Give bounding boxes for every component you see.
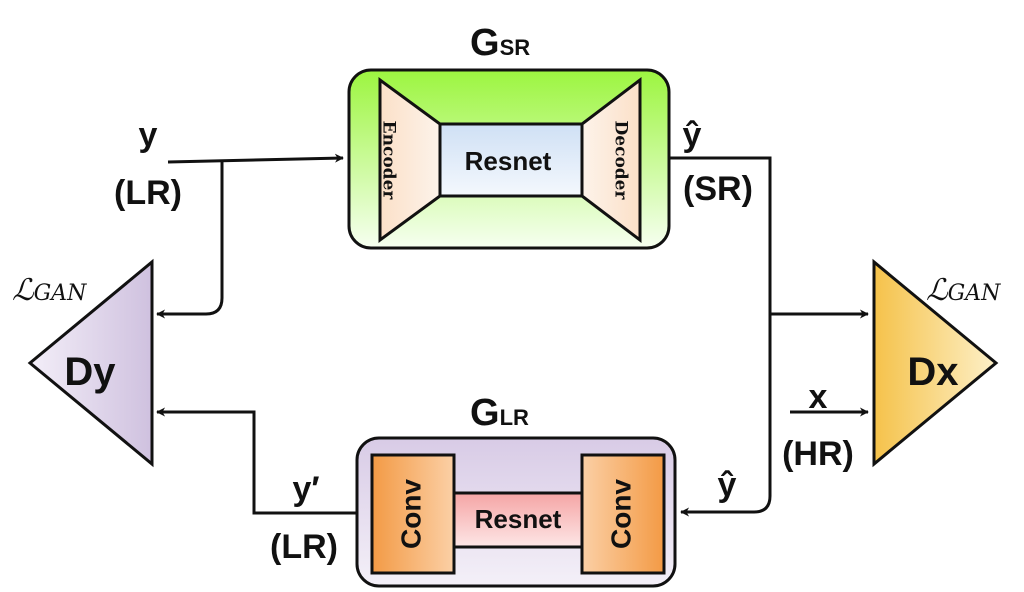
- arrow-yhat-to-glr: [680, 314, 772, 517]
- label-yhat-top: ŷ: [683, 116, 702, 154]
- decoder-label: Decoder: [611, 121, 631, 201]
- conv-label-left: Conv: [395, 479, 426, 549]
- gsr-title: GSR: [470, 22, 530, 64]
- conv-block-left: [370, 453, 456, 575]
- label-y-lr: (LR): [114, 174, 182, 212]
- gsr-title-sub: SR: [500, 35, 531, 60]
- label-y: y: [139, 116, 158, 154]
- dy-loss: ℒGAN: [12, 273, 87, 308]
- label-yhat-bottom: ŷ: [718, 466, 737, 504]
- resnet-label-top: Resnet: [465, 146, 552, 176]
- dy-label: Dy: [64, 350, 116, 394]
- resnet-block-bottom: [452, 491, 584, 549]
- decoder-block: [580, 76, 642, 244]
- label-yprime: y′: [292, 470, 319, 508]
- glr-title-sub: LR: [500, 405, 529, 430]
- label-x: x: [809, 378, 828, 416]
- dx-label: Dx: [907, 350, 958, 394]
- dy-discriminator: [27, 258, 154, 468]
- glr-title: GLR: [470, 392, 529, 434]
- dx-loss-sub: GAN: [948, 281, 1001, 306]
- dy-loss-main: ℒ: [12, 273, 35, 308]
- arrow-yhat-to-dx: [669, 156, 869, 319]
- arrow-y-to-gsr: [167, 153, 344, 164]
- encoder-label: Encoder: [379, 121, 399, 201]
- dx-loss: ℒGAN: [926, 273, 1001, 308]
- dx-loss-main: ℒ: [926, 273, 949, 308]
- dx-discriminator: [872, 258, 999, 468]
- gsr-title-main: G: [470, 22, 500, 64]
- label-yhat-sr: (SR): [683, 170, 753, 208]
- resnet-block-top: [438, 122, 584, 198]
- conv-block-right: [580, 453, 666, 575]
- resnet-label-bottom: Resnet: [475, 504, 562, 534]
- glr-title-main: G: [470, 392, 500, 434]
- label-x-hr: (HR): [782, 435, 854, 473]
- arrow-yprime-to-dy: [156, 407, 357, 515]
- conv-label-right: Conv: [605, 479, 636, 549]
- arrow-y-to-dy: [156, 162, 224, 319]
- label-yprime-lr: (LR): [270, 528, 338, 566]
- dy-loss-sub: GAN: [34, 281, 87, 306]
